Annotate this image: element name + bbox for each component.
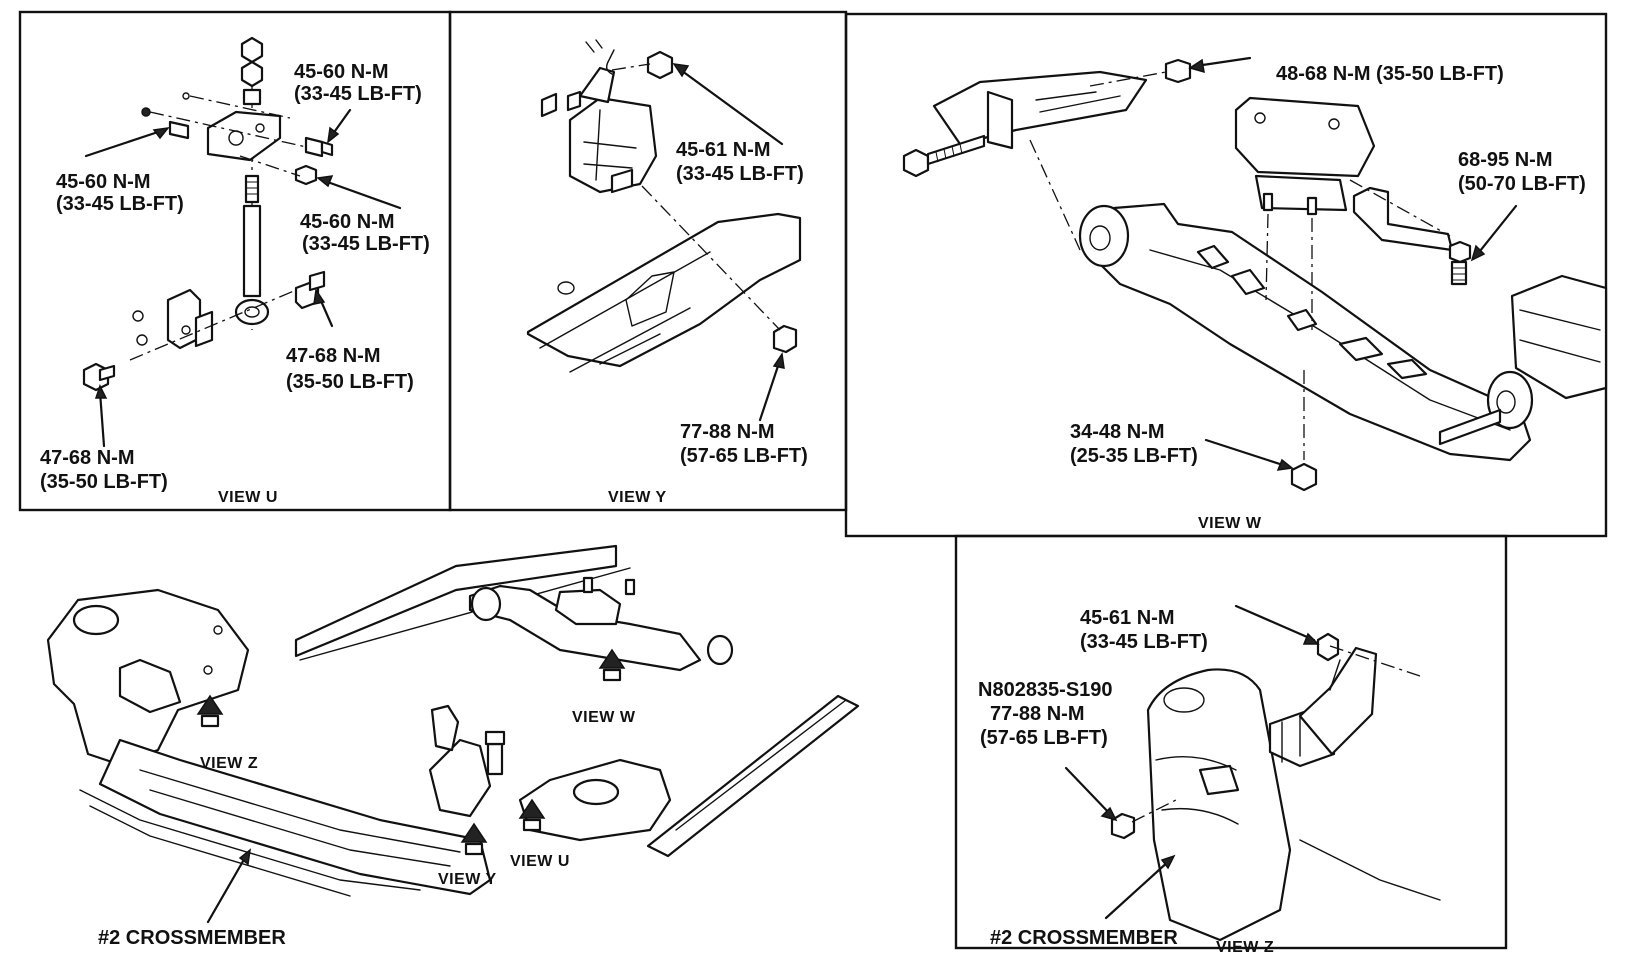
view-u-torque-left-nm: 45-60 N-M xyxy=(56,171,150,193)
view-w-torque-right-lbft: (50-70 LB-FT) xyxy=(1458,173,1586,195)
view-z-torque-top-nm: 45-61 N-M xyxy=(1080,607,1174,629)
view-z-torque-nut-nm: 77-88 N-M xyxy=(990,703,1084,725)
view-u-torque-bottom-nm: 47-68 N-M xyxy=(40,447,134,469)
view-w-caption: VIEW W xyxy=(1198,515,1262,532)
panel-frames xyxy=(18,10,1608,950)
view-y-torque-bottom-nm: 77-88 N-M xyxy=(680,421,774,443)
view-y-torque-bottom-lbft: (57-65 LB-FT) xyxy=(680,445,808,467)
view-z-drawing xyxy=(1064,604,1441,942)
view-y-torque-top-nm: 45-61 N-M xyxy=(676,139,770,161)
view-y-caption: VIEW Y xyxy=(608,489,667,506)
view-u-drawing xyxy=(82,36,402,448)
overview-drawing xyxy=(46,544,860,924)
view-u-torque-top-lbft: (33-45 LB-FT) xyxy=(294,83,422,105)
view-z-frame xyxy=(954,534,1508,950)
view-u-torque-left-lbft: (33-45 LB-FT) xyxy=(56,193,184,215)
view-w-torque-right-nm: 68-95 N-M xyxy=(1458,149,1552,171)
view-z-crossmember-label: #2 CROSSMEMBER xyxy=(990,927,1178,949)
view-z-part-number: N802835-S190 xyxy=(978,679,1113,701)
view-y-torque-top-lbft: (33-45 LB-FT) xyxy=(676,163,804,185)
view-y-drawing xyxy=(526,39,802,422)
overview-labels: VIEW Z VIEW W VIEW Y VIEW U #2 CROSSMEMB… xyxy=(98,709,636,949)
view-z-torque-top-lbft: (33-45 LB-FT) xyxy=(1080,631,1208,653)
view-u-labels: 45-60 N-M (33-45 LB-FT) 45-60 N-M (33-45… xyxy=(40,61,430,506)
view-u-torque-bolt-nm: 47-68 N-M xyxy=(286,345,380,367)
overview-marker-view-y: VIEW Y xyxy=(438,871,497,888)
view-u-torque-bottom-lbft: (35-50 LB-FT) xyxy=(40,471,168,493)
view-w-torque-bottom-lbft: (25-35 LB-FT) xyxy=(1070,445,1198,467)
view-w-labels: 48-68 N-M (35-50 LB-FT) 68-95 N-M (50-70… xyxy=(1070,63,1586,532)
view-z-torque-nut-lbft: (57-65 LB-FT) xyxy=(980,727,1108,749)
overview-marker-view-w: VIEW W xyxy=(572,709,636,726)
view-u-torque-bolt-lbft: (35-50 LB-FT) xyxy=(286,371,414,393)
view-u-torque-top-nm: 45-60 N-M xyxy=(294,61,388,83)
view-w-torque-top: 48-68 N-M (35-50 LB-FT) xyxy=(1276,63,1504,85)
view-z-labels: 45-61 N-M (33-45 LB-FT) N802835-S190 77-… xyxy=(978,607,1274,956)
overview-marker-view-u: VIEW U xyxy=(510,853,570,870)
overview-marker-view-z: VIEW Z xyxy=(200,755,258,772)
view-u-caption: VIEW U xyxy=(218,489,278,506)
view-u-torque-mid-lbft: (33-45 LB-FT) xyxy=(302,233,430,255)
overview-crossmember-label: #2 CROSSMEMBER xyxy=(98,927,286,949)
view-z-caption: VIEW Z xyxy=(1216,939,1274,956)
view-w-torque-bottom-nm: 34-48 N-M xyxy=(1070,421,1164,443)
view-y-labels: 45-61 N-M (33-45 LB-FT) 77-88 N-M (57-65… xyxy=(608,139,808,506)
view-w-drawing xyxy=(902,56,1608,492)
view-u-torque-mid-nm: 45-60 N-M xyxy=(300,211,394,233)
